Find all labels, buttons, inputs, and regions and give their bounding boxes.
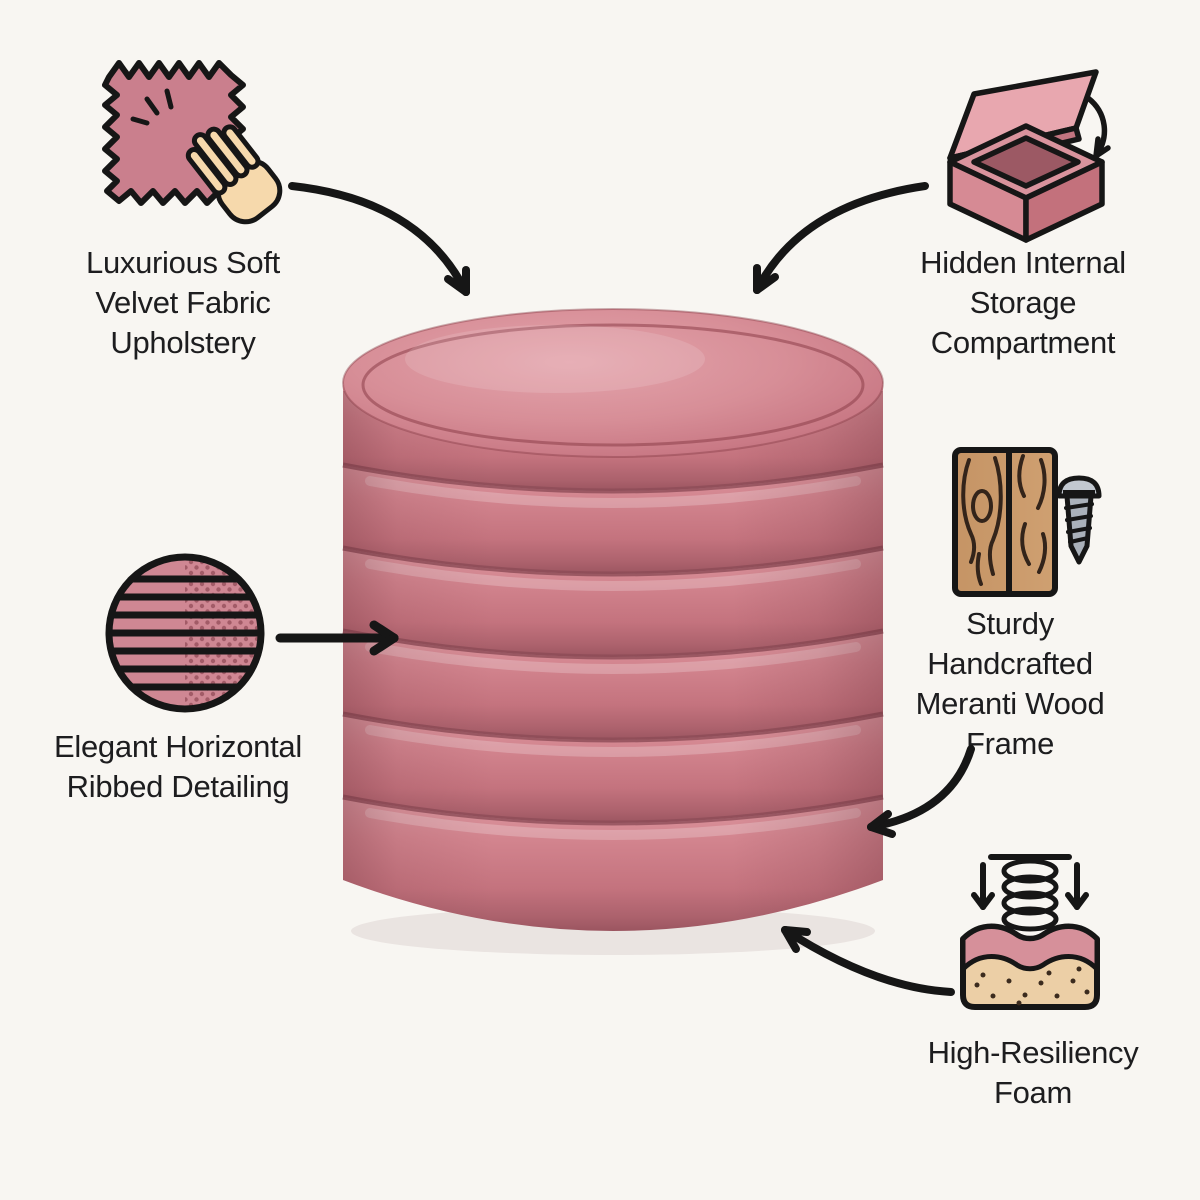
box-front-right — [1023, 159, 1105, 243]
foam-spring-icon — [960, 854, 1100, 1010]
spring-coil — [1001, 858, 1059, 932]
hand — [185, 124, 283, 225]
screw — [1056, 475, 1102, 565]
arrow-frame-to-ottoman — [867, 745, 975, 838]
foam-top-layer — [960, 924, 1100, 972]
lid-stitch-seam — [361, 323, 865, 447]
feature-label-foam: High-Resiliency Foam — [927, 1035, 1139, 1110]
arrow-foam-to-ottoman — [781, 926, 955, 996]
horizontal-ribs — [112, 575, 258, 691]
ottoman-ribbed-rings — [342, 385, 884, 931]
feature-label-ribbed: Elegant Horizontal Ribbed Detailing — [54, 729, 302, 804]
storage-box-lid-icon — [947, 69, 1111, 243]
ottoman-illustration — [342, 308, 884, 955]
arrow-velvet-to-ottoman — [288, 182, 470, 296]
foam-dots — [974, 966, 1090, 1006]
ottoman-lid — [342, 308, 884, 458]
feature-label-storage: Hidden Internal Storage Compartment — [920, 245, 1126, 360]
ribbed-texture-circle-icon — [105, 553, 265, 713]
compression-arrows — [971, 862, 1089, 910]
arrow-ribbed-to-ottoman — [275, 620, 399, 656]
feature-label-frame: Sturdy Handcrafted Meranti Wood Frame — [915, 606, 1105, 761]
sparkle-lines — [130, 88, 174, 126]
foam-block — [960, 923, 1100, 1010]
wood-grain — [961, 454, 1048, 586]
fabric-swatch-hand-icon — [102, 60, 283, 225]
wood-plank-screw-icon — [952, 447, 1102, 597]
box-opening — [971, 135, 1081, 189]
arrow-storage-to-ottoman — [753, 182, 929, 294]
feature-label-velvet: Luxurious Soft Velvet Fabric Upholstery — [86, 245, 280, 360]
lid-close-arrow — [1085, 95, 1111, 159]
